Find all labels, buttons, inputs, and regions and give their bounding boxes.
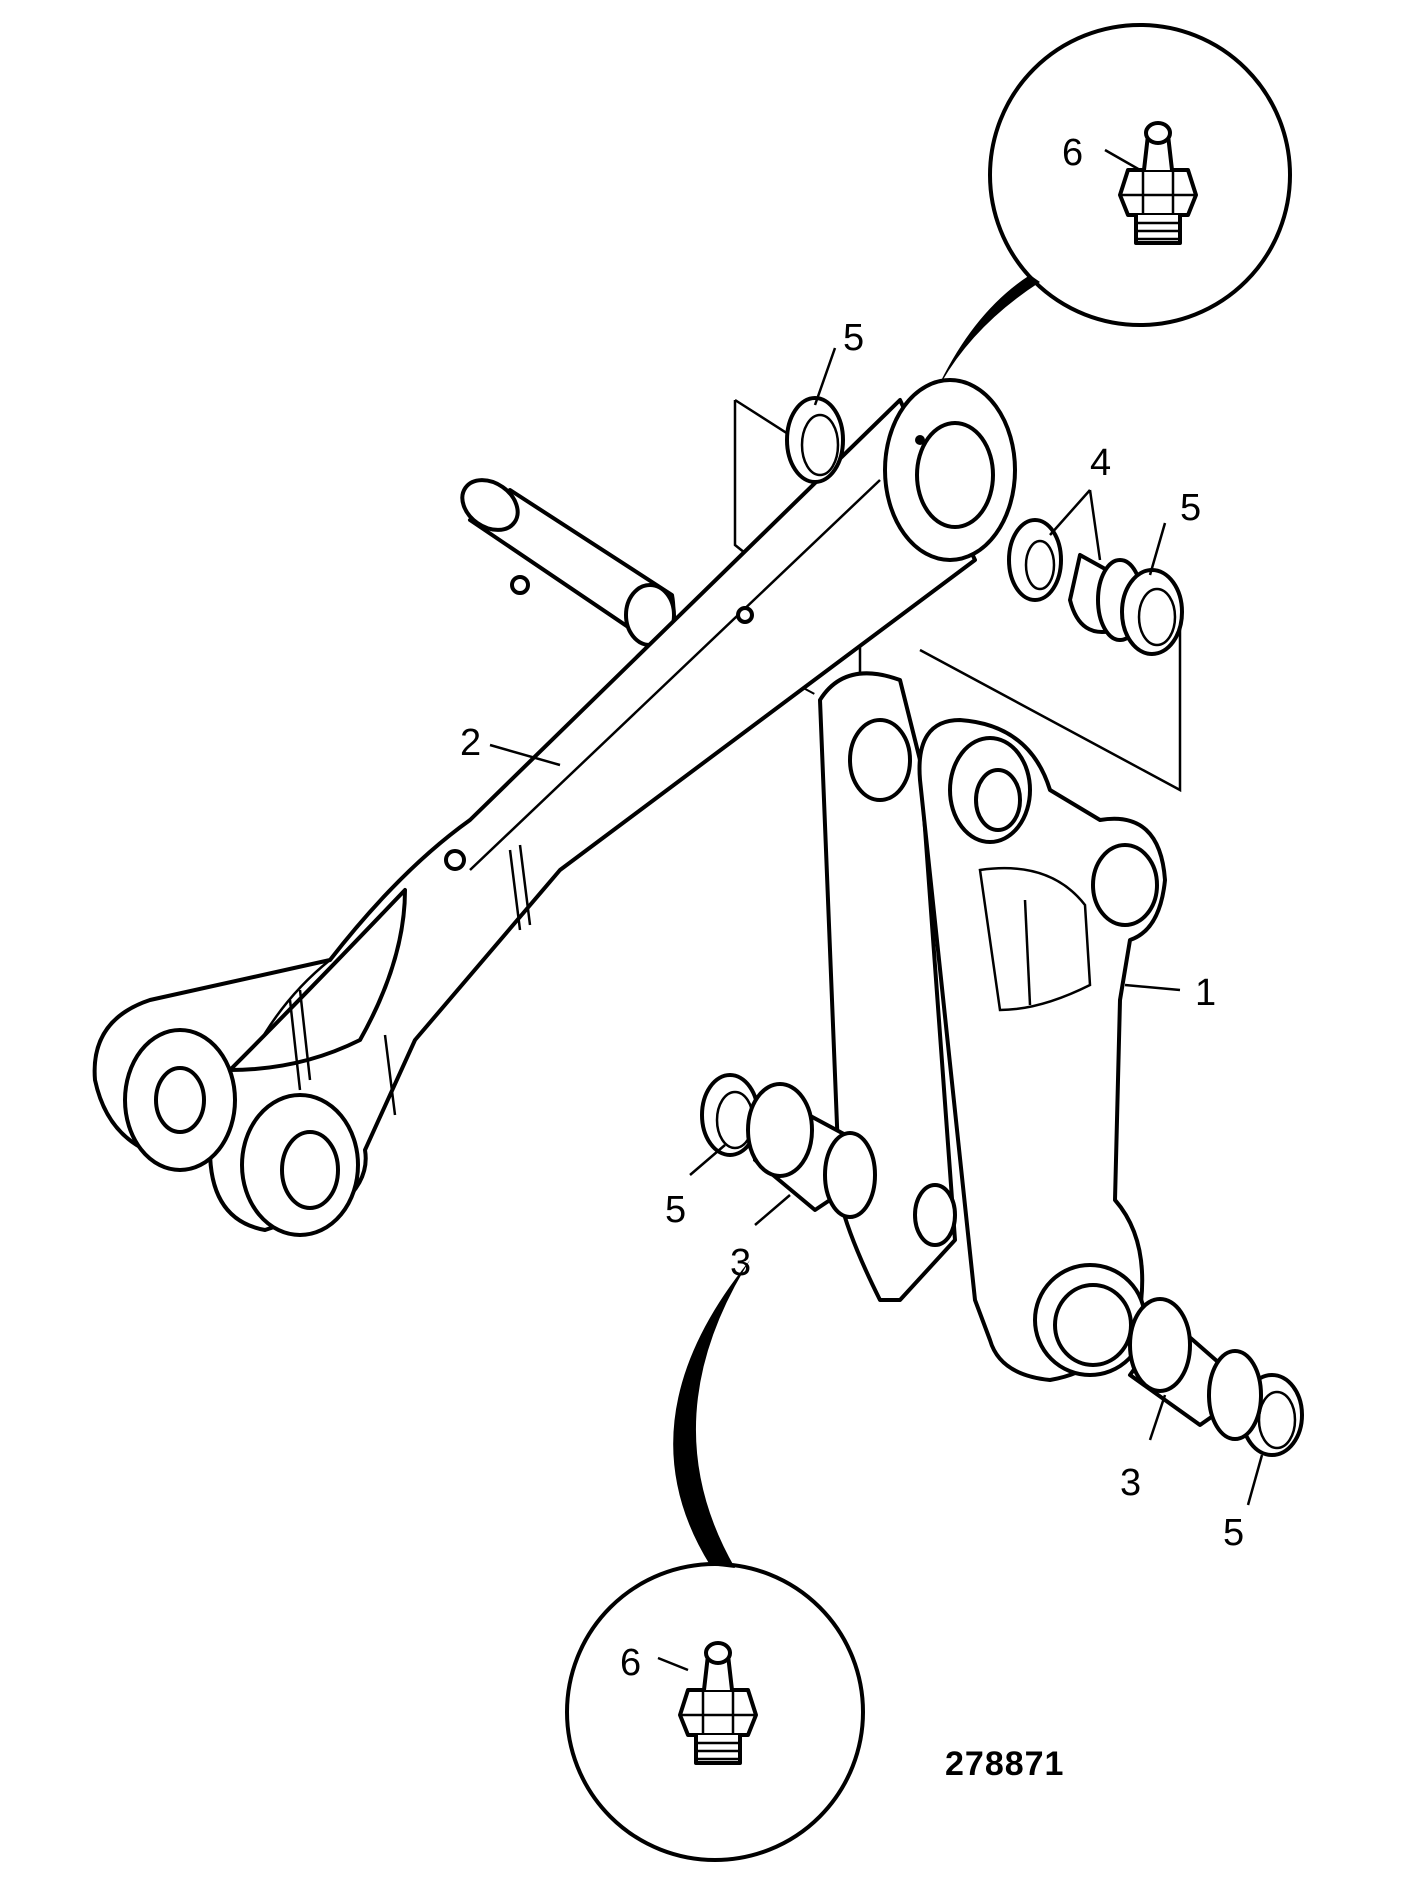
callout-5: 5 bbox=[843, 317, 864, 359]
callout-4: 4 bbox=[1090, 442, 1111, 484]
detail-circle-top bbox=[920, 23, 1292, 430]
callout-labels: 6 5 4 5 2 1 5 3 3 5 6 bbox=[460, 132, 1244, 1684]
callout-6: 6 bbox=[1062, 132, 1083, 174]
callout-5: 5 bbox=[665, 1189, 686, 1231]
grease-nipple-icon bbox=[1118, 121, 1198, 245]
callout-2: 2 bbox=[460, 722, 481, 764]
callout-3: 3 bbox=[730, 1242, 751, 1284]
callout-6: 6 bbox=[620, 1642, 641, 1684]
callout-5: 5 bbox=[1223, 1512, 1244, 1554]
callout-1: 1 bbox=[1195, 972, 1216, 1014]
detail-circle-bottom bbox=[565, 1260, 865, 1862]
part-1-main-lever bbox=[818, 671, 1167, 1382]
part-2-link-arm bbox=[92, 378, 1017, 1237]
drawing-reference-number: 278871 bbox=[945, 1745, 1064, 1783]
grease-nipple-icon bbox=[678, 1641, 758, 1765]
part-3-bushes bbox=[746, 1082, 1263, 1441]
leader-lines bbox=[489, 148, 1264, 1672]
callout-5: 5 bbox=[1180, 487, 1201, 529]
callout-3: 3 bbox=[1120, 1462, 1141, 1504]
